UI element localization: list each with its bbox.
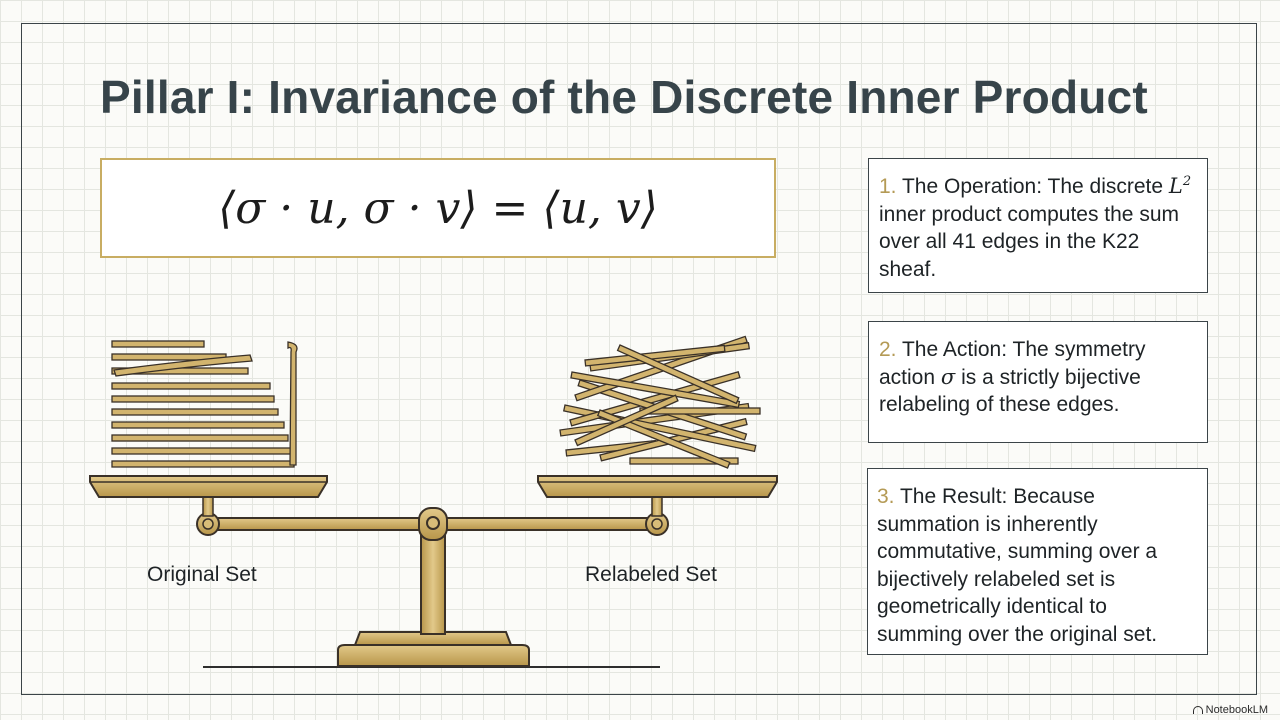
scale-pivot: [418, 507, 448, 541]
slide-title: Pillar I: Invariance of the Discrete Inn…: [100, 71, 1148, 123]
math-symbol: σ: [940, 364, 956, 389]
card-number: 3.: [877, 485, 895, 508]
left-pan: [89, 475, 328, 498]
beam-end-left: [196, 512, 220, 536]
scale-base: [337, 631, 530, 667]
card-result: 3. The Result: Because summation is inhe…: [867, 468, 1208, 655]
notebooklm-branding: NotebookLM: [1192, 704, 1268, 716]
invariance-formula: ⟨σ · u, σ · v⟩ = ⟨u, v⟩: [218, 182, 658, 234]
card-text: inner product computes the sum over all …: [879, 202, 1179, 281]
left-pan-stem: [202, 495, 214, 517]
right-pan: [537, 475, 778, 498]
card-text: The Operation: The discrete: [901, 175, 1164, 198]
original-edges-stack: [111, 340, 298, 468]
relabeled-edges-pile: [559, 335, 761, 469]
math-symbol: L2: [1168, 174, 1192, 198]
card-number: 1.: [879, 175, 897, 198]
card-text: The Result: Because summation is inheren…: [877, 485, 1158, 646]
card-action: 2. The Action: The symmetry action σ is …: [868, 321, 1208, 443]
right-pan-stem: [651, 495, 663, 517]
branding-text: NotebookLM: [1205, 704, 1268, 716]
relabeled-set-label: Relabeled Set: [585, 563, 717, 586]
card-text: is a strictly bijective relabeling of th…: [879, 365, 1141, 417]
card-operation: 1. The Operation: The discrete L2 inner …: [868, 158, 1208, 293]
card-text: The Action: The symmetry action: [879, 338, 1146, 389]
original-set-label: Original Set: [147, 563, 257, 586]
notebooklm-logo-icon: [1192, 706, 1203, 714]
formula-box: ⟨σ · u, σ · v⟩ = ⟨u, v⟩: [100, 158, 776, 258]
slide-frame: [21, 23, 1257, 695]
beam-end-right: [645, 512, 669, 536]
card-number: 2.: [879, 338, 897, 361]
